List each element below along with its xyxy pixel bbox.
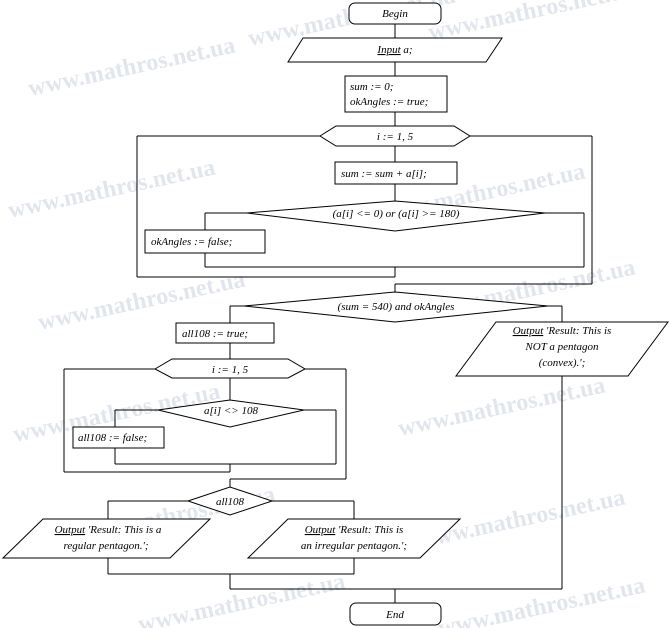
output-keyword: Output — [305, 524, 337, 536]
input-block: Input a; — [287, 37, 503, 63]
angles-decision-label: (a[i] <= 0) or (a[i] >= 180) — [333, 208, 460, 220]
all108-true-label: all108 := true; — [182, 328, 248, 340]
end-label: End — [385, 609, 404, 621]
output-not-line-1: Output 'Result: This is — [513, 325, 612, 337]
watermark: www.mathros.net.ua — [26, 33, 238, 102]
input-keyword: Input — [376, 44, 401, 56]
output-regular-line-1: Output 'Result: This is a — [55, 524, 162, 536]
output-irregular-line-2: an irregular pentagon.'; — [301, 540, 407, 552]
input-label: Input a; — [376, 44, 412, 56]
all108-decision-label: all108 — [216, 496, 245, 508]
output-irregular-line-1: Output 'Result: This is — [305, 524, 404, 536]
ok-angles-false-block: okAngles := false; — [144, 229, 266, 254]
angles-decision: (a[i] <= 0) or (a[i] >= 180) — [246, 200, 546, 232]
all108-true-block: all108 := true; — [175, 322, 275, 344]
main-decision-label: (sum = 540) and okAngles — [338, 301, 455, 313]
output-irregular: Output 'Result: This is an irregular pen… — [246, 518, 462, 559]
loop-2-header: i := 1, 5 — [153, 358, 307, 379]
output-not-line-3: (convex).'; — [539, 357, 586, 369]
output-not-line-2: NOT a pentagon — [524, 341, 599, 353]
output-not-pentagon: Output 'Result: This is NOT a pentagon (… — [455, 321, 669, 377]
begin-terminal: Begin — [348, 2, 442, 25]
watermark: www.mathros.net.ua — [436, 573, 648, 628]
init-line-2: okAngles := true; — [350, 96, 428, 108]
loop-1-header: i := 1, 5 — [319, 125, 471, 147]
end-terminal: End — [349, 602, 442, 626]
watermark: www.mathros.net.ua — [6, 155, 218, 224]
loop-2-label: i := 1, 5 — [212, 364, 249, 376]
watermark: www.mathros.net.ua — [136, 569, 348, 628]
output-keyword: Output — [55, 524, 87, 536]
watermark: www.mathros.net.ua — [396, 373, 608, 442]
init-block: sum := 0; okAngles := true; — [344, 75, 448, 113]
decision-108-label: a[i] <> 108 — [204, 405, 258, 417]
all108-false-label: all108 := false; — [78, 432, 147, 444]
input-variable: a; — [401, 44, 413, 56]
main-decision: (sum = 540) and okAngles — [243, 291, 549, 323]
output-keyword: Output — [513, 325, 545, 337]
all108-decision: all108 — [186, 486, 274, 516]
ok-angles-false-label: okAngles := false; — [151, 236, 232, 248]
init-line-1: sum := 0; — [350, 81, 393, 93]
begin-label: Begin — [382, 8, 408, 20]
sum-update-block: sum := sum + a[i]; — [334, 161, 458, 185]
decision-108: a[i] <> 108 — [157, 399, 305, 428]
output-regular-line-2: regular pentagon.'; — [63, 540, 148, 552]
connectors — [63, 24, 593, 603]
loop-1-label: i := 1, 5 — [377, 131, 414, 143]
all108-false-block: all108 := false; — [72, 426, 165, 449]
sum-update-label: sum := sum + a[i]; — [341, 168, 427, 180]
output-regular: Output 'Result: This is a regular pentag… — [1, 518, 212, 559]
